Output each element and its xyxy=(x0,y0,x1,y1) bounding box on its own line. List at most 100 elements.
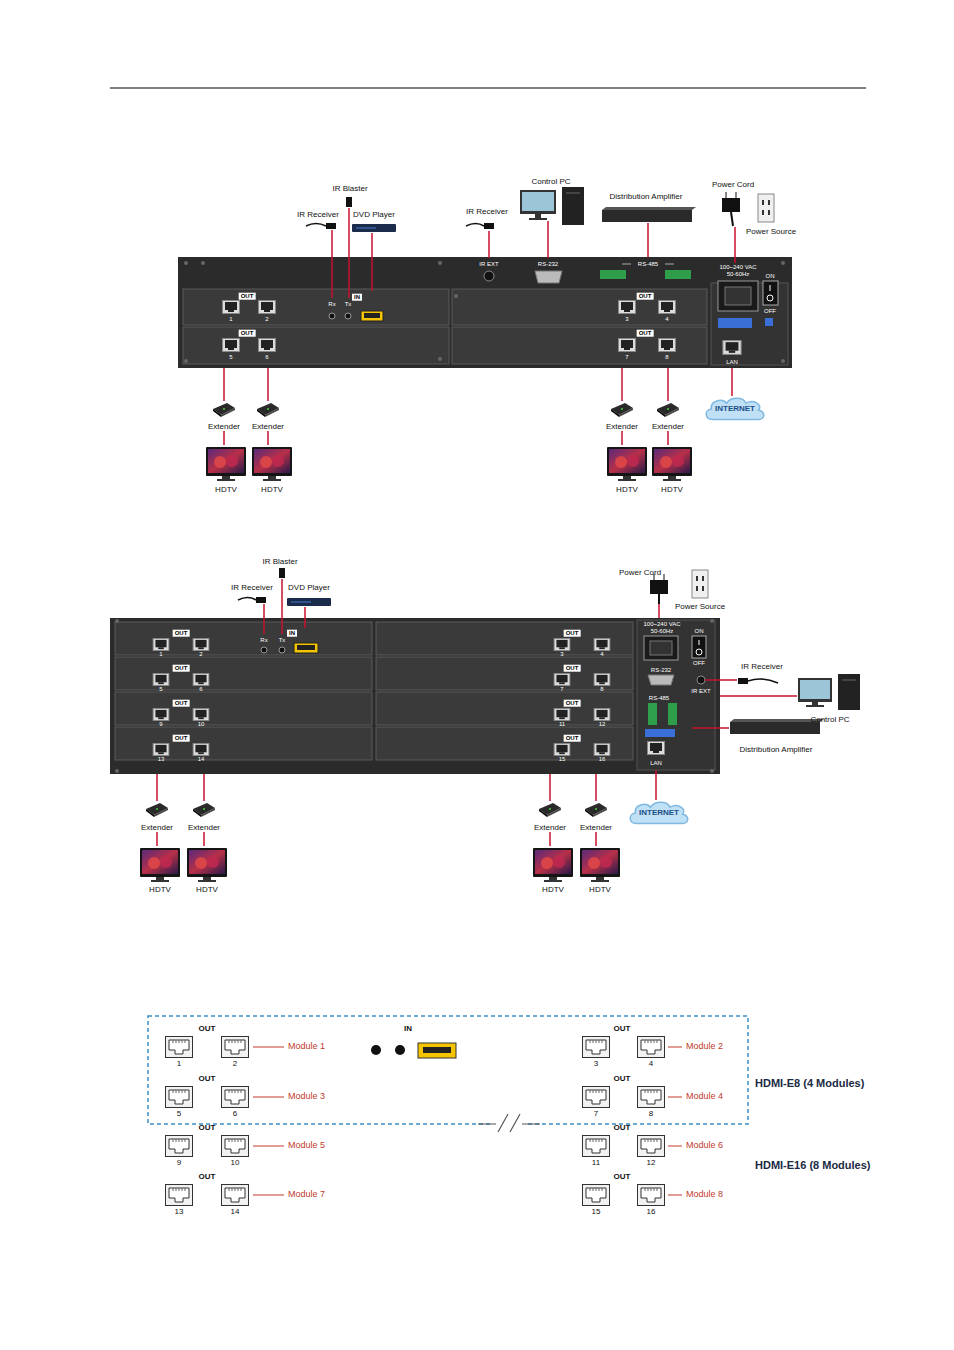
panel-label: OFF xyxy=(764,308,776,315)
module-map xyxy=(418,1043,456,1058)
screw xyxy=(184,359,188,363)
screw xyxy=(710,619,714,623)
panel-label: ON xyxy=(766,273,775,280)
device-icon xyxy=(356,228,376,229)
cable-line xyxy=(281,579,283,634)
device-label: IR Receiver xyxy=(741,662,783,671)
device-label: DVD Player xyxy=(288,583,330,592)
device-icon xyxy=(730,719,824,722)
panel-label: RS-232 xyxy=(538,261,558,268)
port-number: 7 xyxy=(594,1110,598,1119)
device-icon xyxy=(193,803,215,817)
panel-label: RS-232 xyxy=(651,667,671,674)
rj45-port xyxy=(638,1185,665,1206)
device-icon xyxy=(352,224,396,232)
port-tag: OUT xyxy=(637,293,654,300)
rj45-port xyxy=(223,301,240,314)
port-tag: OUT xyxy=(173,735,190,742)
leader-line xyxy=(253,1047,284,1195)
rj45-port xyxy=(259,301,276,314)
header-rule xyxy=(110,88,866,89)
device-label: Extender xyxy=(141,823,173,832)
device: Power Cord xyxy=(709,180,758,226)
port-number: 5 xyxy=(177,1110,181,1119)
device-label: HDTV xyxy=(589,885,611,894)
port-number: 13 xyxy=(158,756,165,763)
device-label: HDTV xyxy=(542,885,564,894)
rj45-port xyxy=(659,301,676,314)
device-label: HDTV xyxy=(261,485,283,494)
rj45-port xyxy=(193,743,209,755)
device-icon xyxy=(213,403,235,417)
device-icon xyxy=(566,193,580,194)
panel-connector xyxy=(645,729,675,737)
device-icon xyxy=(730,722,820,734)
device-icon xyxy=(768,200,770,205)
device: HDTV xyxy=(204,445,248,494)
port-tag: OUT xyxy=(564,735,581,742)
device-icon xyxy=(696,586,698,591)
device-icon xyxy=(748,679,778,683)
device: IR Blaster xyxy=(259,557,301,580)
module-label: Module 3 xyxy=(288,1092,325,1102)
device: IR Receiver xyxy=(738,662,786,690)
device-icon xyxy=(838,674,860,710)
module-map xyxy=(371,1045,381,1055)
cloud-shape xyxy=(630,802,688,823)
device-icon xyxy=(702,586,704,591)
panel-connector xyxy=(763,281,778,305)
panel-connector xyxy=(329,313,335,319)
cable-line xyxy=(263,604,265,634)
port-tag: OUT xyxy=(614,1173,631,1182)
port-number: 2 xyxy=(199,651,202,658)
cable-line xyxy=(371,233,373,291)
port-tag: OUT xyxy=(614,1075,631,1084)
cable-line xyxy=(658,604,660,618)
device: DVD Player xyxy=(285,583,333,608)
device-icon xyxy=(607,447,647,481)
port-tag: OUT xyxy=(199,1173,216,1182)
screw xyxy=(454,294,458,298)
panel-label: IR EXT xyxy=(691,688,710,695)
port-number: 15 xyxy=(559,756,566,763)
device-icon xyxy=(146,803,168,817)
device: Extender xyxy=(138,800,177,832)
device-label: IR Receiver xyxy=(297,210,339,219)
cable-line xyxy=(267,368,269,401)
cable-line xyxy=(720,695,797,697)
port-number: 8 xyxy=(600,686,603,693)
cable-connector xyxy=(595,832,597,846)
module-label: Module 7 xyxy=(288,1190,325,1200)
device-icon xyxy=(658,594,660,604)
device-label: Control PC xyxy=(810,715,849,724)
device: Extender xyxy=(531,800,570,832)
port-number: 4 xyxy=(600,651,603,658)
device-icon xyxy=(702,576,704,581)
cable-line xyxy=(331,230,333,298)
port-number: 6 xyxy=(233,1110,237,1119)
rj45-port xyxy=(619,339,636,352)
rj45-port xyxy=(583,1037,610,1058)
rj45-port xyxy=(583,1136,610,1157)
panel-connector xyxy=(697,676,705,684)
panel-label: Tx xyxy=(345,301,352,308)
rj45-port xyxy=(153,638,664,755)
device: HDTV xyxy=(605,445,649,494)
rear-panel xyxy=(376,622,633,655)
device-icon xyxy=(652,447,692,481)
port-tag: OUT xyxy=(173,665,190,672)
rj45-port xyxy=(153,743,169,755)
port-number: 15 xyxy=(592,1208,601,1217)
cable-line xyxy=(304,607,306,628)
panel-connector xyxy=(279,647,285,653)
panel-connector xyxy=(767,295,773,301)
port-number: 8 xyxy=(649,1110,653,1119)
cable-line xyxy=(224,208,735,401)
port-number: 2 xyxy=(233,1060,237,1069)
port-number: 14 xyxy=(198,756,205,763)
device-icon xyxy=(580,848,620,882)
internet-cloud: INTERNET xyxy=(627,800,691,826)
panel-label: LAN xyxy=(726,359,738,366)
screw xyxy=(115,619,119,623)
screw xyxy=(710,769,714,773)
